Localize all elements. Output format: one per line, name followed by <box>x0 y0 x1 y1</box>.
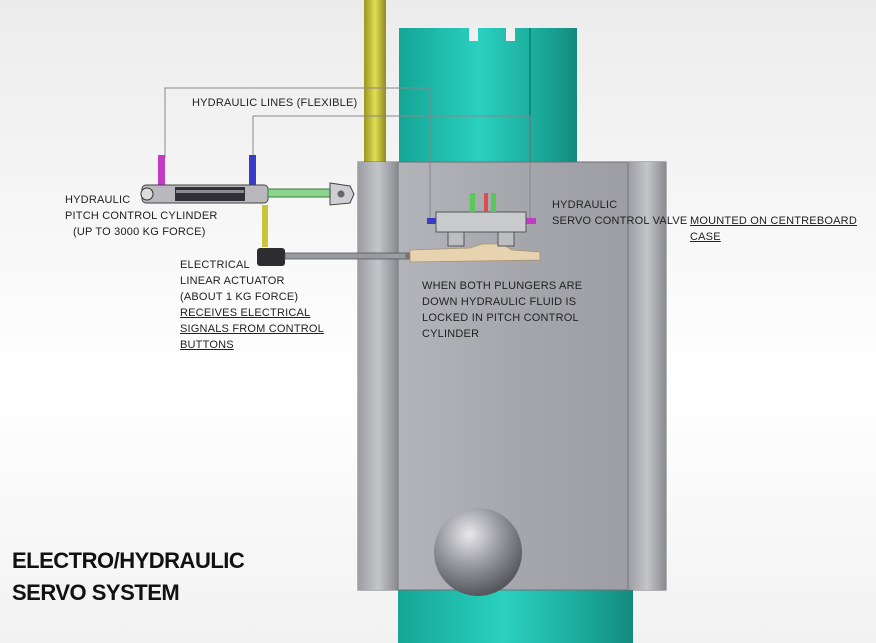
mounted-on-label-1: MOUNTED ON CENTREBOARD <box>690 215 857 227</box>
title-line-1: ELECTRO/HYDRAULIC <box>12 548 245 573</box>
actuator-label-2: LINEAR ACTUATOR <box>180 275 285 287</box>
servo-valve-label-2: SERVO CONTROL VALVE <box>552 215 688 227</box>
actuator-signals-label-2: SIGNALS FROM CONTROL <box>180 323 324 335</box>
plungers-note-1: WHEN BOTH PLUNGERS ARE <box>422 280 583 292</box>
actuator-label-3: (ABOUT 1 KG FORCE) <box>180 291 299 303</box>
plungers-note-3: LOCKED IN PITCH CONTROL <box>422 312 579 324</box>
pitch-cylinder-label-2: PITCH CONTROL CYLINDER <box>65 210 218 222</box>
pitch-cylinder-label-3: (UP TO 3000 KG FORCE) <box>73 226 206 238</box>
hydraulic-line-1 <box>164 87 431 218</box>
servo-valve-label-1: HYDRAULIC <box>552 199 618 211</box>
upper-cylinder <box>399 28 577 168</box>
actuator-signals-label-3: BUTTONS <box>180 339 234 351</box>
servo-control-valve <box>427 193 536 247</box>
title-line-2: SERVO SYSTEM <box>12 580 180 605</box>
linear-actuator <box>257 243 541 266</box>
case-left-rail <box>358 162 398 590</box>
case-right-rail <box>628 162 666 590</box>
yellow-control-rod <box>364 0 386 170</box>
ballast-ball <box>434 508 522 596</box>
diagram-title: ELECTRO/HYDRAULIC SERVO SYSTEM <box>12 545 245 609</box>
lower-shaft <box>398 585 633 643</box>
hydraulic-line-2 <box>252 115 531 218</box>
hydraulic-lines-label: HYDRAULIC LINES (FLEXIBLE) <box>192 97 358 109</box>
mounted-on-label-2: CASE <box>690 231 721 243</box>
plungers-note-4: CYLINDER <box>422 328 480 340</box>
plungers-note-2: DOWN HYDRAULIC FLUID IS <box>422 296 577 308</box>
pitch-control-cylinder <box>140 155 355 247</box>
actuator-label-1: ELECTRICAL <box>180 259 250 271</box>
pitch-cylinder-label-1: HYDRAULIC <box>65 194 131 206</box>
actuator-signals-label-1: RECEIVES ELECTRICAL <box>180 307 311 319</box>
